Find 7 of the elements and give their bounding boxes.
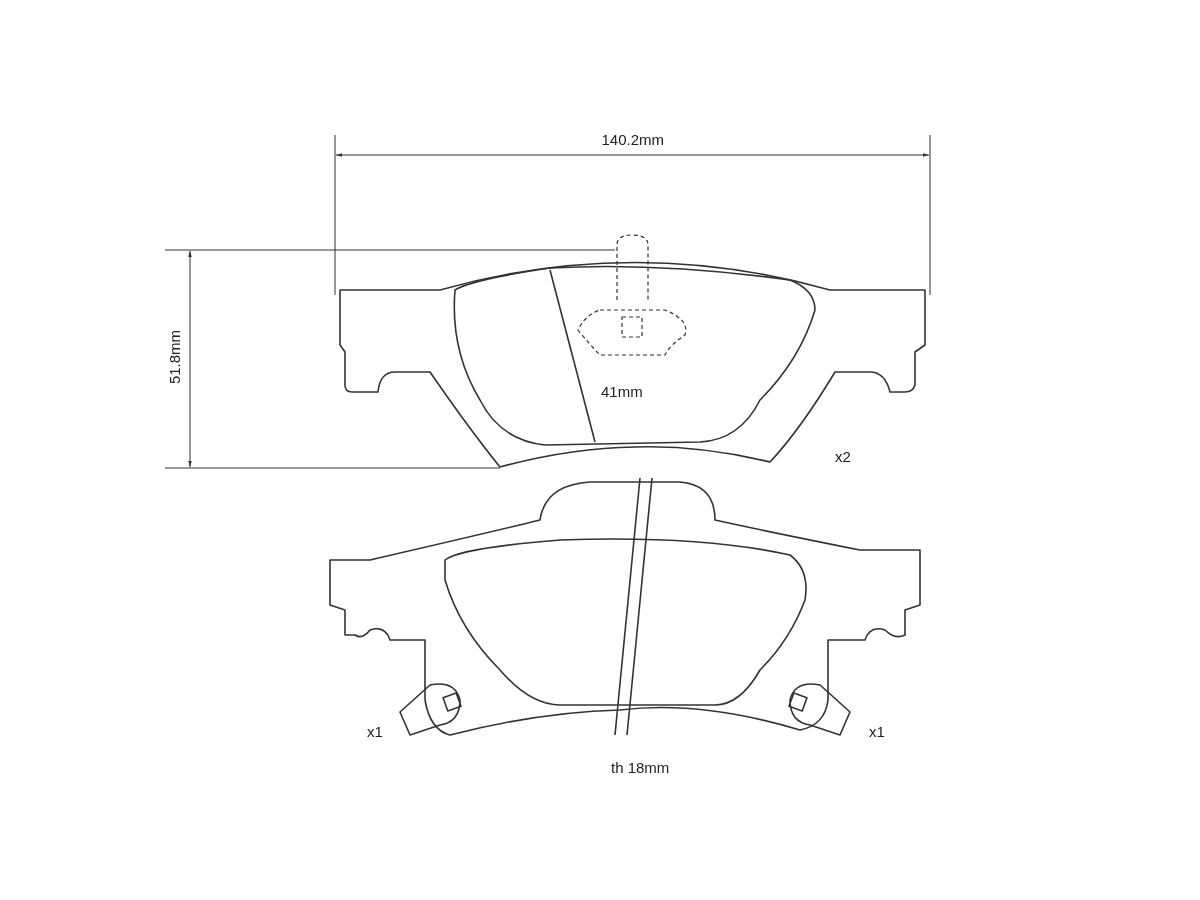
quantity-label: x2 bbox=[835, 448, 851, 466]
thickness-label: th 18mm bbox=[611, 759, 670, 777]
quantity-label: x1 bbox=[367, 723, 383, 741]
quantity-label: x1 bbox=[869, 723, 885, 741]
dimension-label: 51.8mm bbox=[166, 329, 185, 385]
dimension-label: 140.2mm bbox=[601, 131, 665, 149]
dimension-label: 41mm bbox=[601, 383, 643, 401]
